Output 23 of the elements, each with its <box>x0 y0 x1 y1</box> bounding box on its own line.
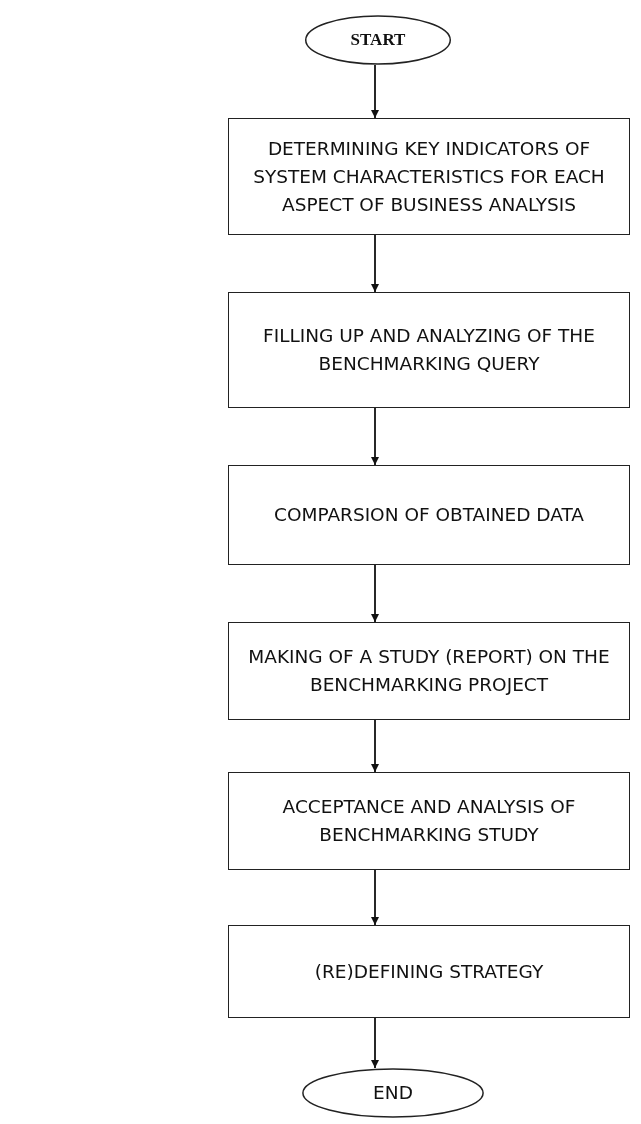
arrow <box>371 869 379 926</box>
arrow <box>371 234 379 293</box>
process-box <box>228 292 630 408</box>
step-text: FILLING UP AND ANALYZING OF THE BENCHMARKING QUERY <box>262 324 596 376</box>
terminal-oval <box>305 15 451 65</box>
arrow <box>371 719 379 773</box>
step-text: START <box>349 29 407 51</box>
process-box <box>228 925 630 1018</box>
terminal-oval <box>302 1068 484 1118</box>
arrow <box>371 407 379 466</box>
process-box <box>228 465 630 565</box>
step-text: MAKING OF A STUDY (REPORT) ON THE BENCHMARKING PROJECT <box>247 645 611 697</box>
arrow <box>371 64 379 119</box>
step-text: (RE)DEFINING STRATEGY <box>313 959 545 984</box>
process-box <box>228 118 630 235</box>
arrow <box>371 564 379 623</box>
step-text: END <box>372 1081 414 1105</box>
arrow <box>371 1017 379 1069</box>
process-box <box>228 772 630 870</box>
step-text: COMPARSION OF OBTAINED DATA <box>273 503 585 527</box>
process-box <box>228 622 630 720</box>
step-text: DETERMINING KEY INDICATORS OF SYSTEM CHARACTERISTICS FOR EACH ASPECT OF BUSINESS ANALYSIS <box>252 136 606 217</box>
step-text: ACCEPTANCE AND ANALYSIS OF BENCHMARKING STUDY <box>281 795 577 847</box>
